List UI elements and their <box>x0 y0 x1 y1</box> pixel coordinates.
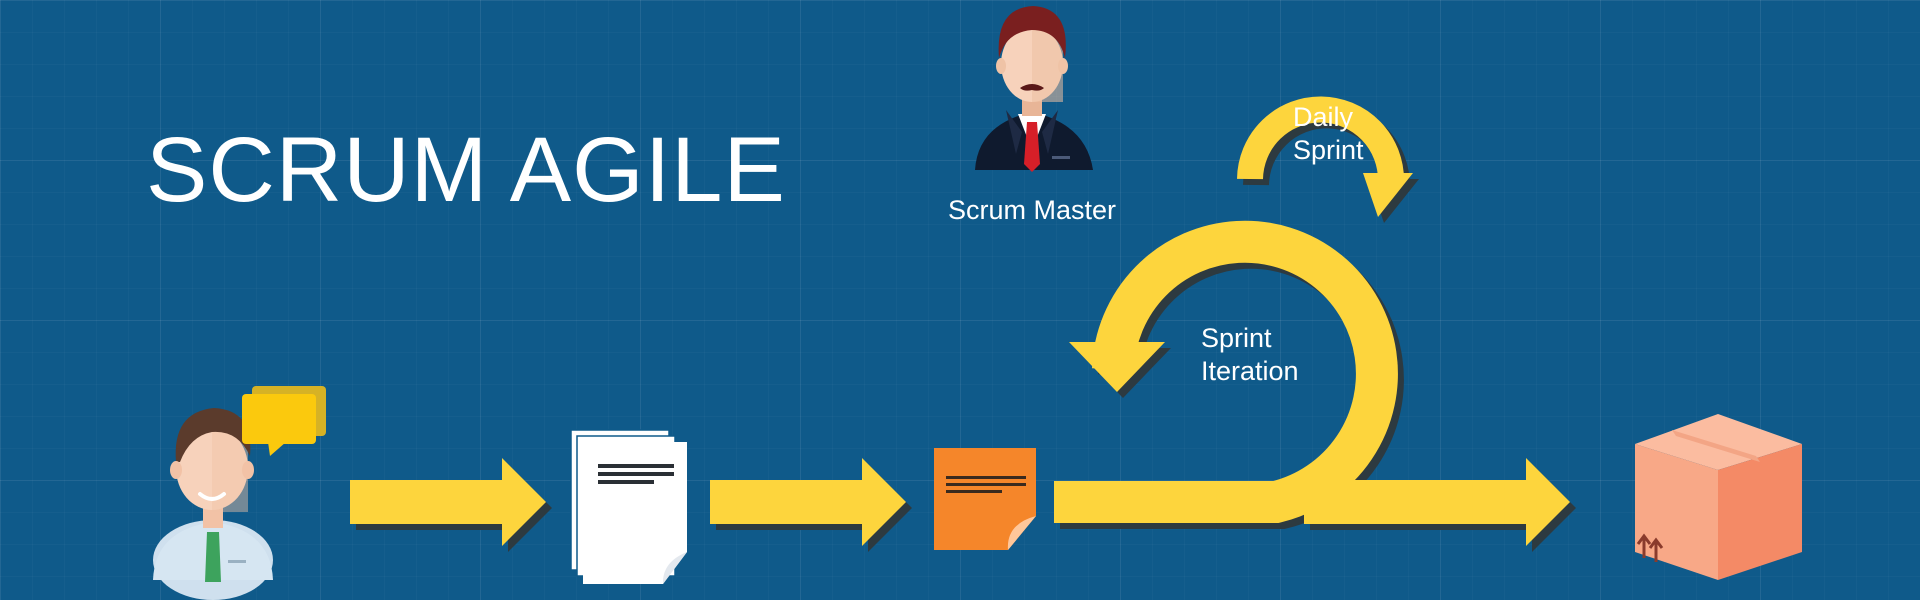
user-avatar-icon <box>153 408 273 600</box>
sprint-iteration-label: Sprint Iteration <box>1201 322 1299 388</box>
daily-sprint-label-line1: Daily <box>1293 102 1354 132</box>
sprint-iteration-label-line2: Iteration <box>1201 356 1299 386</box>
sprint-iteration-loop <box>1054 220 1398 523</box>
documents-icon <box>570 429 687 584</box>
package-box-icon <box>1635 414 1802 580</box>
daily-sprint-arrowhead <box>1363 173 1413 217</box>
sticky-note-icon <box>934 448 1036 550</box>
sprint-iteration-arrowhead <box>1069 342 1165 392</box>
speech-bubble-icon <box>242 386 326 456</box>
daily-sprint-loop <box>1237 96 1405 182</box>
daily-sprint-label-line2: Sprint <box>1293 135 1364 165</box>
page-title: SCRUM AGILE <box>146 119 786 221</box>
sprint-iteration-label-line1: Sprint <box>1201 323 1272 353</box>
daily-sprint-label: Daily Sprint <box>1293 101 1364 167</box>
flow-arrow-1 <box>350 458 546 546</box>
scrum-master-label: Scrum Master <box>948 195 1117 225</box>
output-arrow <box>1304 458 1570 546</box>
flow-arrow-2 <box>710 458 906 546</box>
scrum-master-avatar-icon <box>975 6 1093 172</box>
